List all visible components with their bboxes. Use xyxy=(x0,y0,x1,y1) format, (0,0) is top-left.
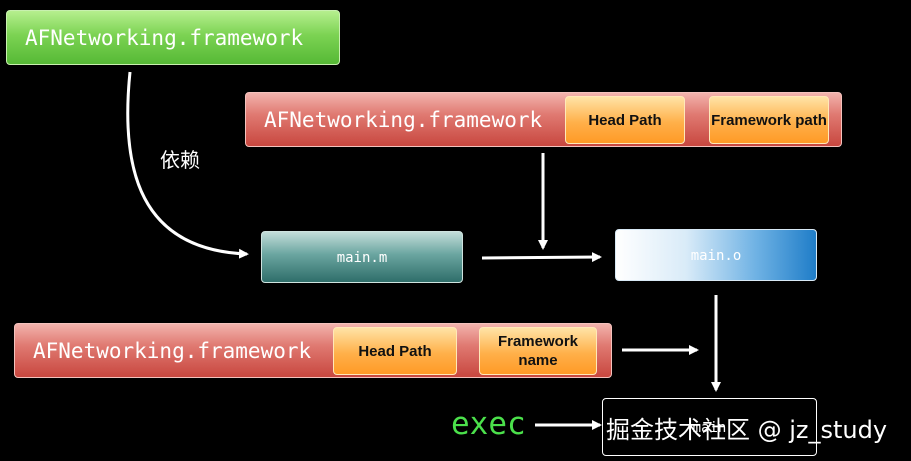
framework-name-chip: Framework name xyxy=(479,327,597,375)
framework-label: AFNetworking.framework xyxy=(264,108,543,132)
framework-bar-bottom: AFNetworking.framework Head Path Framewo… xyxy=(14,323,612,378)
head-path-label: Head Path xyxy=(588,111,662,129)
head-path-chip: Head Path xyxy=(333,327,457,375)
head-path-chip: Head Path xyxy=(565,96,685,144)
framework-label: AFNetworking.framework xyxy=(25,26,304,50)
object-file-box: main.o xyxy=(615,229,817,281)
head-path-label: Head Path xyxy=(358,342,432,360)
framework-bar-middle: AFNetworking.framework Head Path Framewo… xyxy=(245,92,842,147)
object-file-label: main.o xyxy=(690,248,742,264)
source-file-box: main.m xyxy=(261,231,463,283)
framework-path-chip: Framework path xyxy=(709,96,829,144)
framework-box-top: AFNetworking.framework xyxy=(6,10,340,65)
framework-name-label: Framework name xyxy=(497,333,579,369)
watermark: 掘金技术社区 @ jz_study xyxy=(606,416,888,444)
compile-arrow xyxy=(481,252,602,263)
dependency-arrow xyxy=(126,71,249,259)
exec-label: exec xyxy=(451,406,526,442)
framework-path-label: Framework path xyxy=(711,111,827,129)
framework-label: AFNetworking.framework xyxy=(33,339,312,363)
source-file-label: main.m xyxy=(336,250,388,266)
dependency-label: 依赖 xyxy=(160,148,200,172)
executable-box: main xyxy=(602,398,817,456)
executable-label: main xyxy=(692,420,727,436)
